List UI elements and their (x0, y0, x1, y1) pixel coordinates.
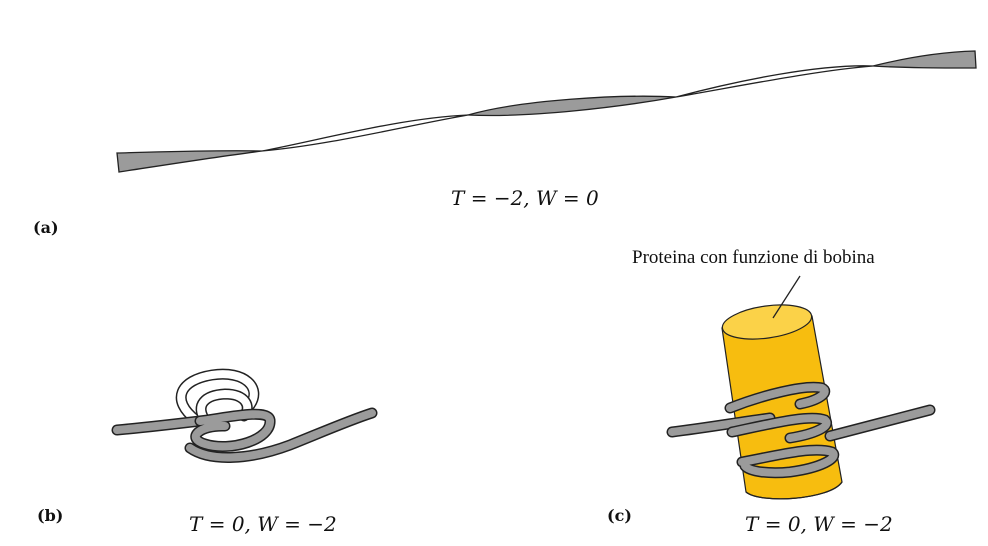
ribbon-segment-2 (261, 114, 469, 152)
panel-label-a: (a) (33, 218, 59, 237)
supercoil-loop-b (111, 368, 378, 463)
callout-leader (772, 275, 801, 319)
formula-b: T = 0, W = −2 (189, 512, 337, 536)
panel-label-c: (c) (607, 506, 632, 525)
formula-c: T = 0, W = −2 (745, 512, 893, 536)
ribbon-segment-3 (467, 95, 677, 117)
ribbon-segment-4 (675, 65, 874, 98)
ribbon-segment-5 (872, 50, 977, 69)
spool-top (721, 304, 813, 340)
ribbon-segment-1 (116, 150, 263, 173)
wrapped-dna-c (666, 381, 936, 479)
panel-label-b: (b) (37, 506, 64, 525)
protein-callout: Proteina con funzione di bobina (632, 247, 875, 268)
twisted-ribbon-a (116, 50, 977, 173)
formula-a: T = −2, W = 0 (451, 186, 599, 210)
